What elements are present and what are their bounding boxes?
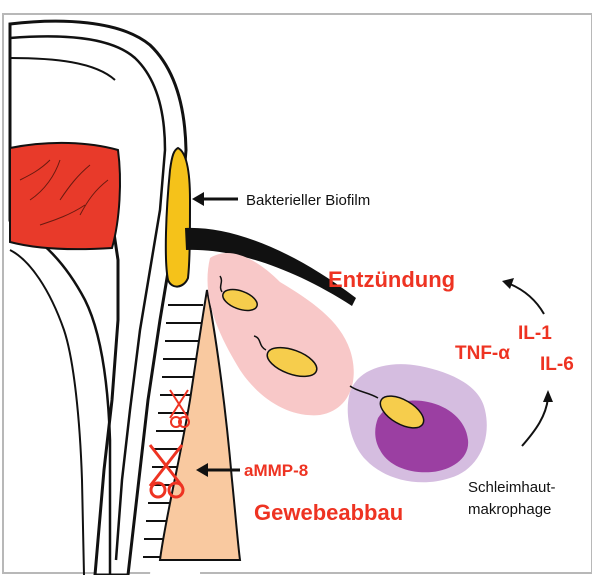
label-tnf: TNF-α (455, 343, 510, 364)
label-il6: IL-6 (540, 354, 574, 375)
label-inflammation: Entzündung (328, 267, 455, 292)
label-macrophage-1: Schleimhaut- (468, 479, 556, 496)
label-macrophage-2: makrophage (468, 501, 551, 518)
pulp (10, 143, 120, 249)
biofilm (166, 148, 190, 287)
label-degradation: Gewebeabbau (254, 500, 403, 525)
label-biofilm: Bakterieller Biofilm (246, 192, 370, 209)
label-il1: IL-1 (518, 323, 552, 344)
label-ammp8: aMMP-8 (244, 461, 308, 480)
